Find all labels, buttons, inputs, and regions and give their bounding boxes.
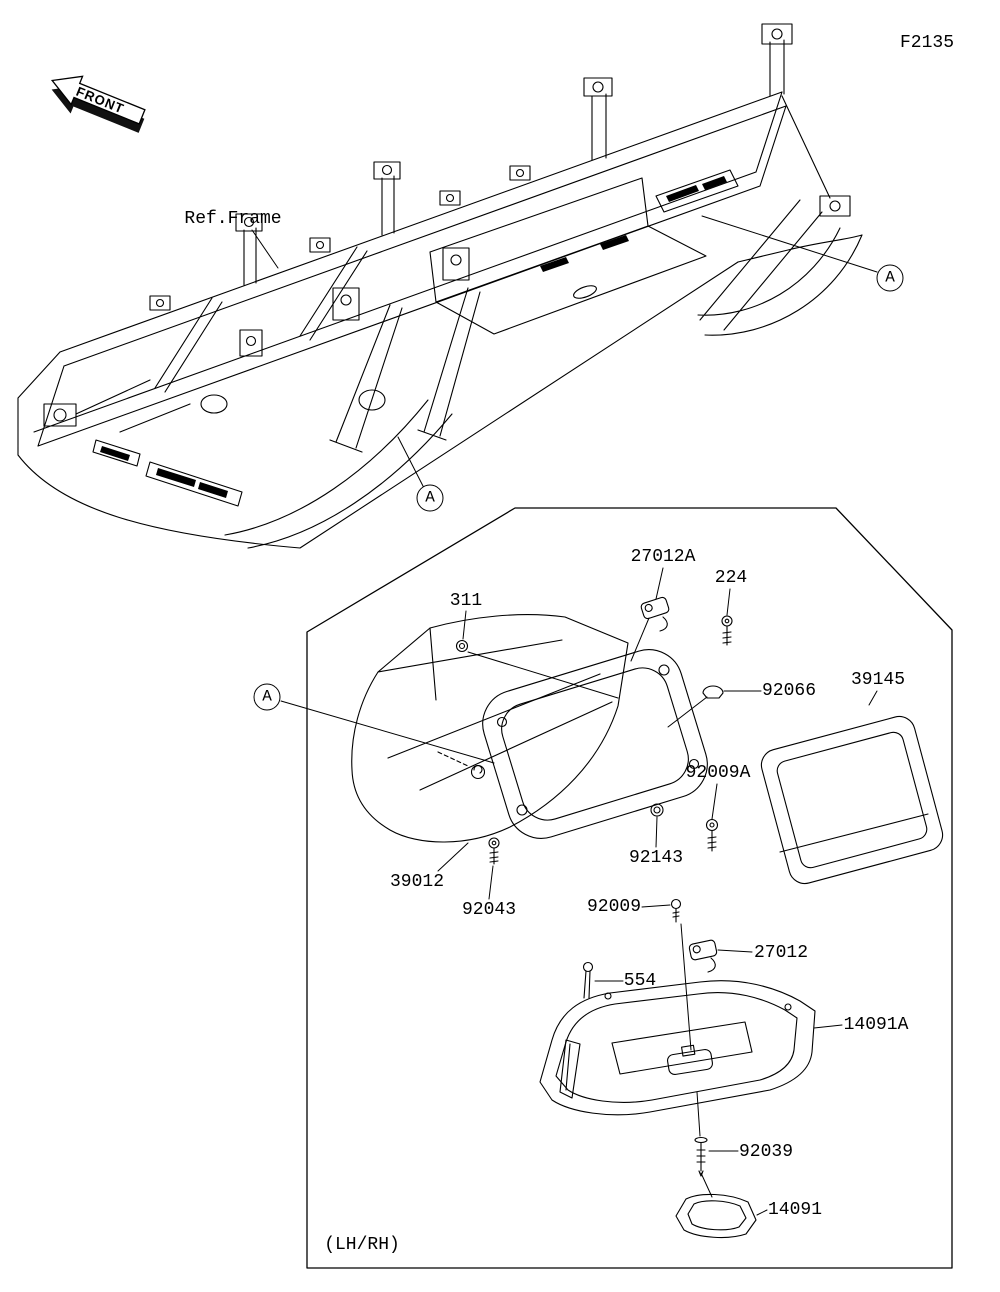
part-label-92143: 92143 xyxy=(628,848,684,868)
part-label-92009A: 92009A xyxy=(685,763,751,783)
frame-line-art xyxy=(17,23,863,549)
part-label-554: 554 xyxy=(623,971,657,991)
part-drawing-hardware xyxy=(455,596,733,1177)
detail-box-outline xyxy=(306,507,953,1269)
leader-lines xyxy=(251,215,878,1216)
part-label-92043: 92043 xyxy=(461,900,517,920)
part-label-92039: 92039 xyxy=(738,1142,794,1162)
front-arrow-icon: FRONT xyxy=(50,75,146,133)
part-label-92009: 92009 xyxy=(586,897,642,917)
part-label-39145: 39145 xyxy=(850,670,906,690)
figure-code: F2135 xyxy=(899,33,955,53)
part-label-14091A: 14091A xyxy=(843,1015,909,1035)
part-drawing-14091A-tray xyxy=(539,980,816,1116)
variant-note: (LH/RH) xyxy=(324,1235,400,1255)
part-label-92066: 92066 xyxy=(761,681,817,701)
part-label-39012: 39012 xyxy=(389,872,445,892)
part-drawing-39012-compartment xyxy=(351,614,629,843)
part-drawing-compartment-bezel xyxy=(482,649,708,839)
part-label-27012: 27012 xyxy=(753,943,809,963)
part-label-224: 224 xyxy=(714,568,748,588)
part-drawing-39145-panel xyxy=(760,715,944,885)
ref-frame-label: Ref.Frame xyxy=(184,209,282,229)
part-label-311: 311 xyxy=(449,591,483,611)
part-drawing-14091-tray xyxy=(675,1193,757,1238)
callout-a-detail-box: A xyxy=(253,683,281,711)
part-label-27012A: 27012A xyxy=(630,547,696,567)
part-label-14091: 14091 xyxy=(767,1200,823,1220)
callout-a-frame-mid: A xyxy=(416,484,444,512)
callout-a-frame-right: A xyxy=(876,264,904,292)
